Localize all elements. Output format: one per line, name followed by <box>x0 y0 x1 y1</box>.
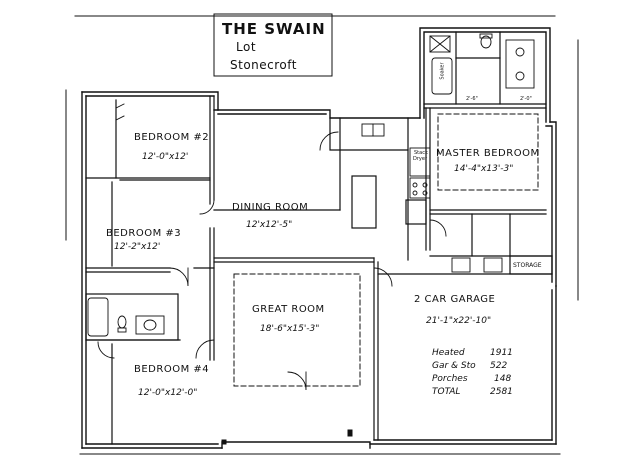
stat-value-heated: 1911 <box>490 348 513 358</box>
closet-width-a: 2'-6" <box>466 96 478 102</box>
stat-label-total: TOTAL <box>432 387 461 397</box>
bedroom4-label: BEDROOM #4 <box>134 364 210 375</box>
soaker-label: Soaker <box>439 62 446 80</box>
garage-dims: 21'-1"x22'-10" <box>426 316 492 326</box>
stat-label-porches: Porches <box>432 374 468 384</box>
title-block-frame <box>213 13 333 77</box>
master-bedroom-dims: 14'-4"x13'-3" <box>454 164 514 174</box>
ceiling-outlines <box>233 113 539 387</box>
bedroom2-dims: 12'-0"x12' <box>142 152 189 162</box>
lot-label: Lot <box>236 40 257 54</box>
kitchen-fixtures <box>361 123 431 199</box>
interior-walls <box>85 31 553 445</box>
stat-label-garage-storage: Gar & Sto <box>432 361 476 371</box>
bedroom3-label: BEDROOM #3 <box>106 228 182 239</box>
stat-value-garage-storage: 522 <box>490 361 508 371</box>
hall-bath-fixtures <box>87 297 165 337</box>
dryer-label: Dryer <box>413 156 427 162</box>
closet-width-b: 2'-0" <box>520 96 532 102</box>
master-bedroom-label: MASTER BEDROOM <box>436 148 540 159</box>
subdivision-label: Stonecroft <box>230 58 297 72</box>
dining-room-label: DINING ROOM <box>232 202 309 213</box>
plan-title: THE SWAIN <box>222 20 326 38</box>
bedroom4-dims: 12'-0"x12'-0" <box>138 388 198 398</box>
stat-label-heated: Heated <box>432 348 465 358</box>
bedroom3-dims: 12'-2"x12' <box>114 242 161 252</box>
door-swings <box>97 103 447 391</box>
stat-value-porches: 148 <box>494 374 512 384</box>
bedroom2-label: BEDROOM #2 <box>134 132 210 143</box>
stack-label: Stack <box>414 150 428 156</box>
master-bath-fixtures <box>429 33 535 95</box>
great-room-label: GREAT ROOM <box>252 304 325 315</box>
garage-label: 2 CAR GARAGE <box>414 294 496 305</box>
storage-label: STORAGE <box>513 262 542 269</box>
great-room-dims: 18'-6"x15'-3" <box>260 324 320 334</box>
porch-columns <box>221 429 353 445</box>
dining-room-dims: 12'x12'-5" <box>246 220 293 230</box>
exterior-walls <box>81 27 557 449</box>
stat-value-total: 2581 <box>490 387 513 397</box>
garage-steps <box>451 257 503 273</box>
